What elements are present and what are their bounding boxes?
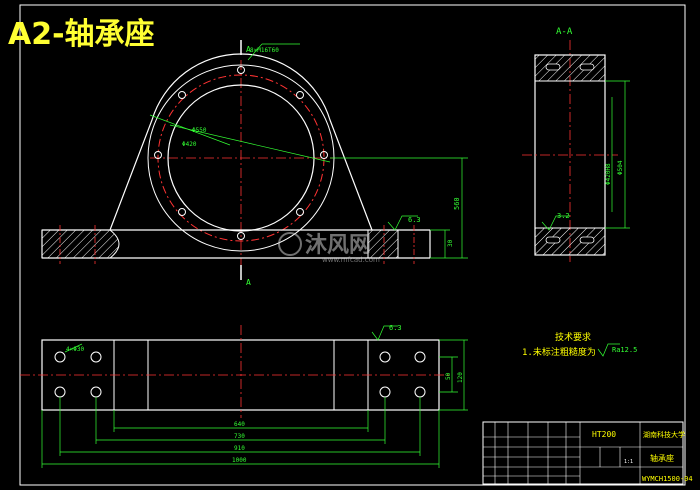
bolt-note: 8×M16T60 xyxy=(250,47,279,54)
section-mark-top: A xyxy=(246,45,251,54)
plan-holes xyxy=(54,351,426,398)
title-block-material: HT200 xyxy=(592,430,616,439)
watermark-url: www.mfcad.com xyxy=(322,256,380,264)
front-dimensions xyxy=(149,43,468,259)
tech-notes-line1: 1.未标注粗糙度为 xyxy=(522,346,596,358)
title-block-school: 湖南科技大学 xyxy=(643,430,685,439)
section-dim-2: Φ504 xyxy=(617,160,624,175)
watermark-brand: 沐风网 xyxy=(305,233,371,258)
plan-hole-note: 4×Φ30 xyxy=(66,346,84,353)
center-height-dim: 560 xyxy=(453,197,461,210)
tech-notes-roughness: Ra12.5 xyxy=(612,346,637,354)
section-dim-1: Φ420H8 xyxy=(605,163,612,185)
section-hatch-bottom xyxy=(534,227,606,256)
dim-640: 640 xyxy=(234,421,245,428)
plan-width-2: 120 xyxy=(457,372,464,383)
title-block-scale: 1:1 xyxy=(624,459,633,465)
outer-dia-dim: Φ550 xyxy=(192,127,207,134)
title-block: HT200 湖南科技大学 轴承座 1:1 WYMCH1500-04 xyxy=(482,421,693,485)
roughness-top: 6.3 xyxy=(408,216,421,224)
title-block-drawing-no: WYMCH1500-04 xyxy=(642,475,693,483)
dim-1000: 1000 xyxy=(232,457,247,464)
section-mark-bottom: A xyxy=(246,278,251,287)
dim-730: 730 xyxy=(234,433,245,440)
bolt-holes xyxy=(154,66,328,240)
front-view: A A 8×M16T60 Φ550 Φ420 560 30 6.3 xyxy=(41,40,468,287)
roughness-plan: 6.3 xyxy=(389,324,402,332)
title-block-part-name: 轴承座 xyxy=(650,453,674,463)
plan-width-1: 50 xyxy=(445,372,452,380)
watermark: 沐风网 www.mfcad.com xyxy=(278,232,380,264)
tech-notes-heading: 技术要求 xyxy=(555,331,591,343)
base-hatch-right xyxy=(367,229,399,259)
section-roughness: 3.2 xyxy=(557,212,570,220)
technical-notes: 技术要求 1.未标注粗糙度为 Ra12.5 xyxy=(522,331,637,358)
inner-dia-dim: Φ420 xyxy=(182,141,197,148)
plan-view: 4×Φ30 640 730 910 1000 50 120 6.3 xyxy=(20,324,468,468)
watermark-logo xyxy=(278,232,302,256)
section-label: A-A xyxy=(556,27,573,37)
drawing-title: A2-轴承座 xyxy=(8,17,155,52)
drawing-border xyxy=(19,4,686,486)
section-view: A-A Φ420H8 Φ504 3.2 xyxy=(522,27,630,262)
base-hatch-left xyxy=(41,229,120,259)
dim-910: 910 xyxy=(234,445,245,452)
base-thickness-dim: 30 xyxy=(447,239,454,247)
section-hatch-top xyxy=(534,54,606,82)
